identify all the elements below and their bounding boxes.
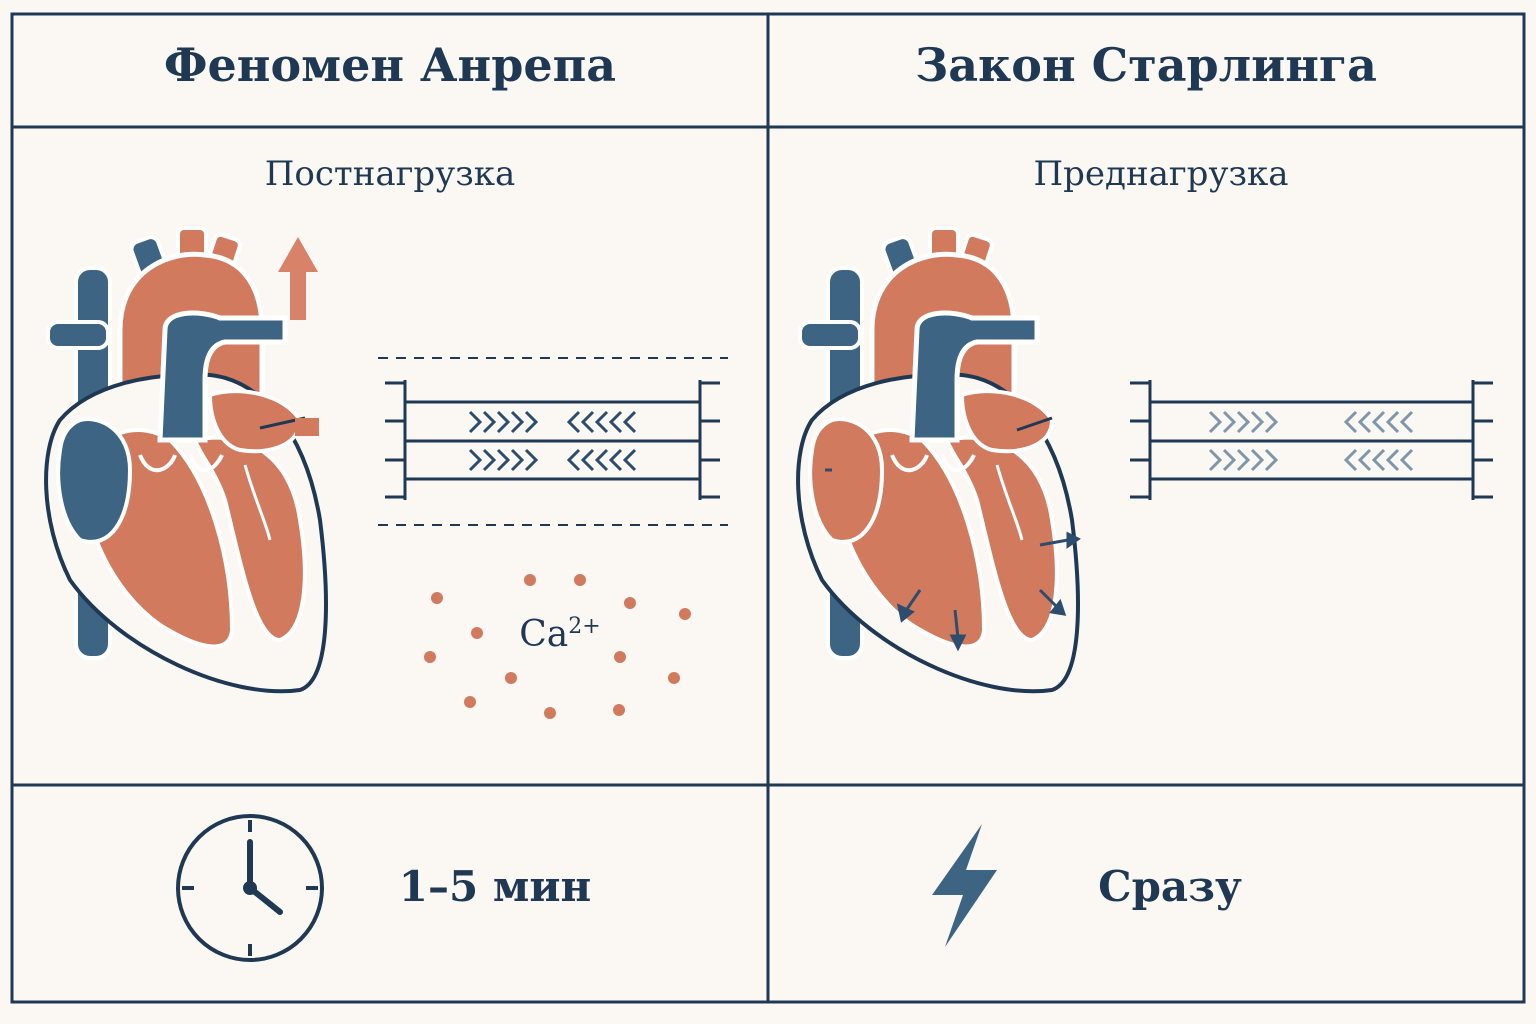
ion-symbol: Ca	[519, 614, 569, 655]
calcium-ion-label: Ca2+	[510, 614, 610, 655]
stretch-arrows	[825, 468, 1081, 652]
ion-charge: 2+	[568, 614, 601, 639]
clock-icon	[176, 814, 324, 962]
left-header-title: Феномен Анрепа	[163, 38, 617, 92]
afterload-up-arrow	[278, 237, 318, 320]
right-time-text: Сразу	[1098, 862, 1242, 911]
heart-right-illustration	[798, 228, 1078, 691]
sarcomere-left	[378, 357, 728, 526]
heart-left-illustration	[46, 228, 326, 691]
right-header-title: Закон Старлинга	[915, 38, 1377, 92]
table-grid	[10, 12, 1526, 1004]
calcium-ions	[424, 574, 691, 719]
left-time-text: 1–5 мин	[398, 862, 592, 911]
left-subtitle: Постнагрузка	[264, 154, 516, 194]
lightning-icon	[932, 824, 997, 947]
sarcomere-right	[1130, 380, 1493, 500]
right-subtitle: Преднагрузка	[1033, 154, 1289, 194]
